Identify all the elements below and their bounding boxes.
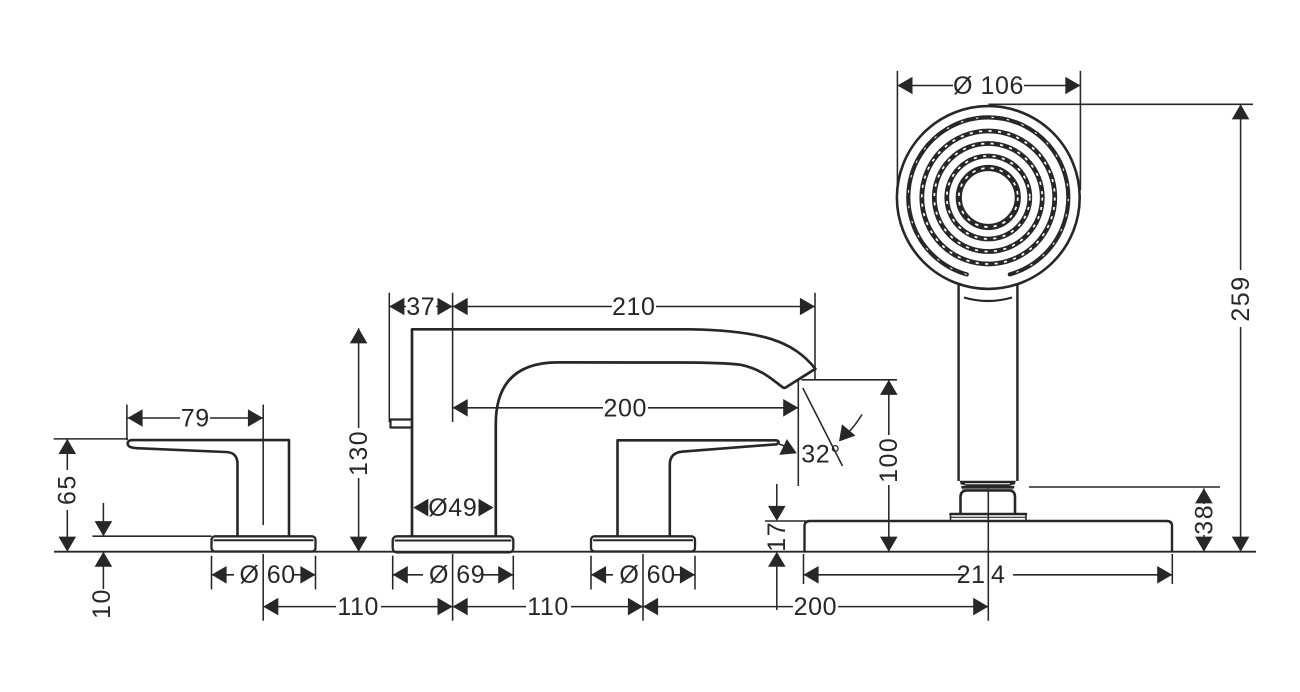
svg-text:Ø: Ø [429,561,449,589]
svg-text:60: 60 [267,561,296,589]
svg-text:37: 37 [406,293,435,321]
svg-text:110: 110 [337,593,379,621]
svg-text:Ø: Ø [240,561,260,589]
svg-text:4: 4 [991,561,1006,589]
svg-text:10: 10 [88,588,116,619]
svg-text:69: 69 [456,561,485,589]
svg-text:Ø49: Ø49 [428,494,477,522]
svg-text:65: 65 [54,474,82,505]
svg-text:17: 17 [763,521,791,552]
svg-text:200: 200 [604,394,648,422]
svg-text:38: 38 [1190,504,1218,535]
svg-text:21: 21 [957,561,986,589]
svg-text:32°: 32° [801,441,841,469]
svg-text:60: 60 [647,561,676,589]
svg-text:210: 210 [612,293,656,321]
svg-text:100: 100 [875,437,903,483]
svg-text:259: 259 [1227,275,1255,321]
svg-text:Ø 106: Ø 106 [953,72,1024,100]
svg-text:200: 200 [794,593,838,621]
svg-text:130: 130 [345,430,373,476]
svg-text:110: 110 [527,593,569,621]
svg-text:Ø: Ø [619,561,639,589]
svg-text:79: 79 [181,405,210,433]
